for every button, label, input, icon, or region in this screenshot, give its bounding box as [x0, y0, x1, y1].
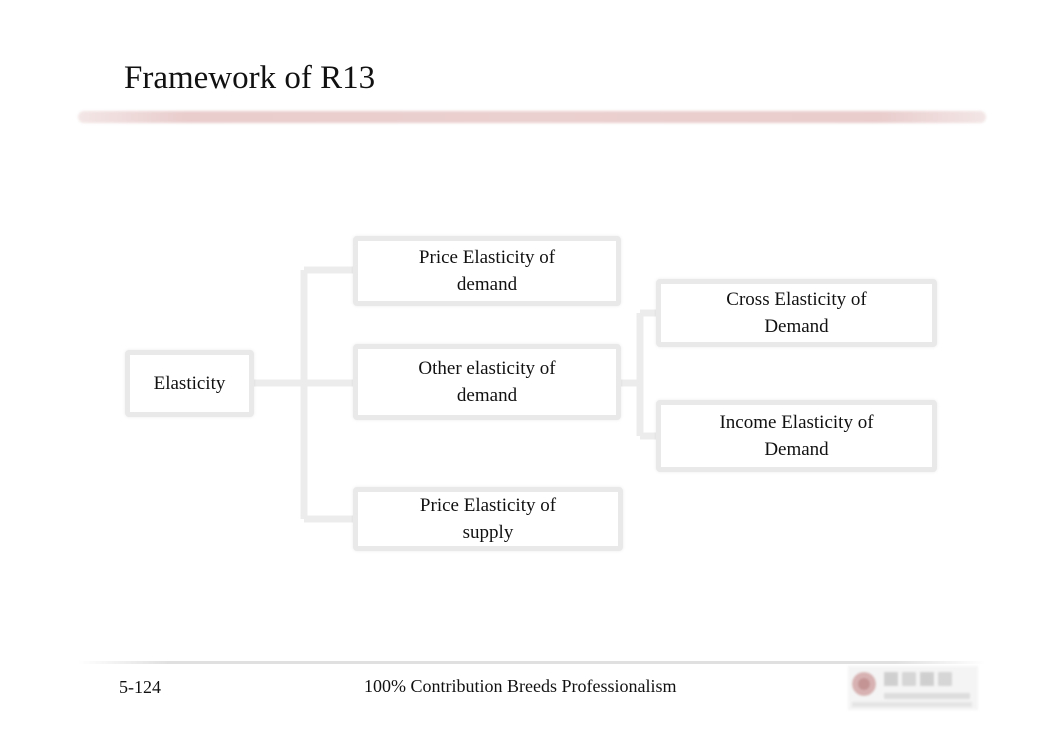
node-price-elasticity-demand: Price Elasticity of demand [353, 236, 621, 306]
footer-slogan: 100% Contribution Breeds Professionalism [364, 676, 677, 696]
page-number: 5-124 [119, 677, 161, 697]
node-income-elasticity-demand: Income Elasticity of Demand [656, 400, 937, 472]
node-other-elasticity-demand: Other elasticity of demand [353, 344, 621, 420]
page-title: Framework of R13 [124, 60, 376, 96]
node-price-elasticity-supply: Price Elasticity of supply [353, 487, 623, 551]
node-elasticity-label: Elasticity [153, 373, 226, 394]
node-other-elasticity-demand-label: Other elasticity of demand [418, 358, 556, 406]
node-cross-elasticity-demand-label: Cross Elasticity of Demand [726, 289, 867, 337]
footer-divider [78, 661, 986, 664]
node-price-elasticity-supply-label: Price Elasticity of supply [419, 495, 557, 543]
node-price-elasticity-demand-label: Price Elasticity of demand [418, 247, 556, 295]
institution-logo-icon [848, 666, 978, 710]
node-income-elasticity-demand-label: Income Elasticity of Demand [719, 412, 874, 460]
title-divider [78, 111, 986, 123]
node-cross-elasticity-demand: Cross Elasticity of Demand [656, 279, 937, 347]
node-elasticity: Elasticity [125, 350, 254, 417]
